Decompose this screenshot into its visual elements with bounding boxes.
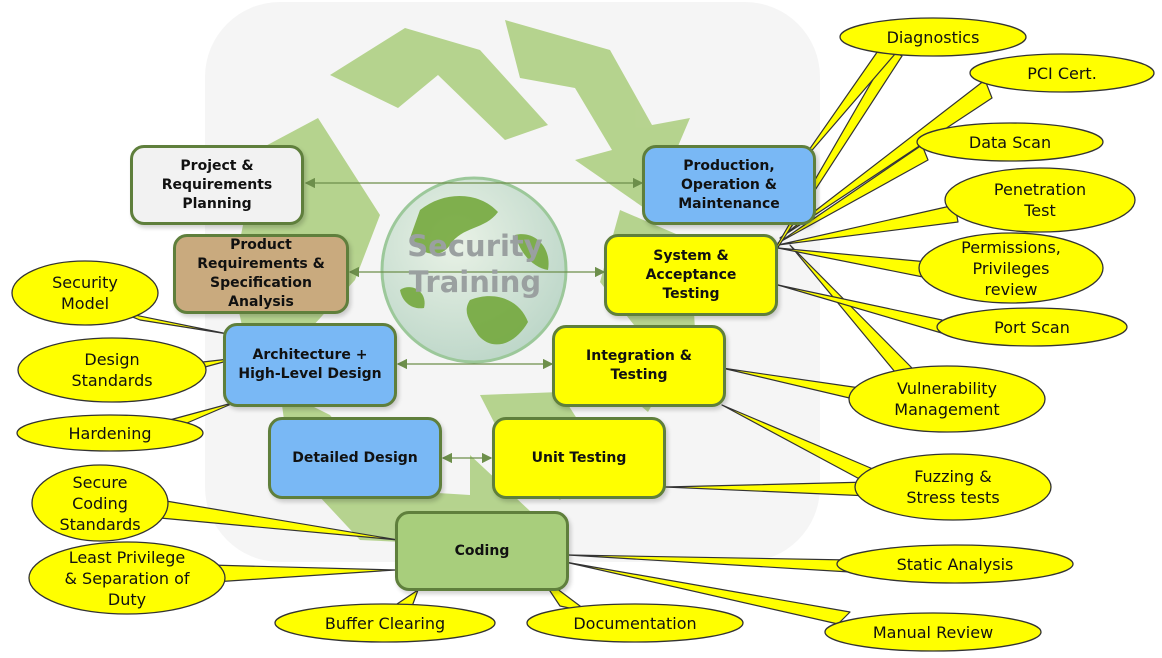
box-production-maintenance: Production, Operation & Maintenance — [642, 145, 816, 225]
pointer-data-scan — [777, 144, 929, 244]
callout-fuzzing-stress-tests: Fuzzing & Stress tests — [906, 467, 1000, 507]
box-product-requirements: Product Requirements & Specification Ana… — [173, 234, 349, 314]
box-integration-testing: Integration & Testing — [552, 325, 726, 407]
box-detailed-design: Detailed Design — [268, 417, 442, 499]
box-architecture-design: Architecture + High-Level Design — [223, 323, 397, 407]
pointer-pci — [779, 79, 993, 239]
callout-secure-coding-standards: Secure Coding Standards — [59, 472, 141, 534]
callout-vulnerability-management: Vulnerability Management — [894, 379, 1000, 419]
callout-security-model: Security Model — [52, 273, 118, 313]
box-unit-testing: Unit Testing — [492, 417, 666, 499]
box-coding: Coding — [395, 511, 569, 591]
callout-design-standards: Design Standards — [71, 350, 153, 390]
center-title: Security Training — [407, 229, 543, 299]
callout-least-privilege: Least Privilege & Separation of Duty — [64, 547, 190, 609]
pointer-manual-review — [564, 561, 851, 625]
callout-hardening: Hardening — [68, 423, 152, 443]
callout-documentation: Documentation — [573, 613, 697, 633]
callout-shapes — [11, 17, 1155, 652]
box-system-acceptance-testing: System & Acceptance Testing — [604, 234, 778, 316]
callout-diagnostics: Diagnostics — [886, 27, 980, 47]
pointer-least-privilege — [209, 564, 396, 583]
callout-manual-review: Manual Review — [872, 622, 994, 642]
callout-data-scan: Data Scan — [968, 132, 1052, 152]
callout-pci-cert: PCI Cert. — [1027, 63, 1097, 83]
connector-arrows — [304, 177, 644, 464]
callout-penetration-test: Penetration Test — [993, 180, 1087, 220]
callout-static-analysis: Static Analysis — [896, 554, 1014, 574]
callout-buffer-clearing: Buffer Clearing — [324, 613, 446, 633]
box-project-planning: Project & Requirements Planning — [130, 145, 304, 225]
callout-permissions-privileges-review: Permissions, Privileges review — [961, 237, 1061, 299]
callout-pointers — [119, 47, 993, 625]
callout-port-scan: Port Scan — [994, 317, 1070, 337]
